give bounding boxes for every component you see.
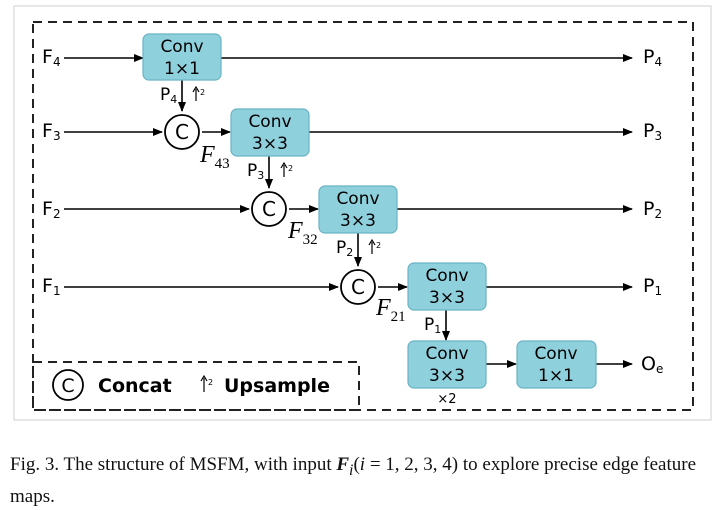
output-label-p2: P2: [643, 198, 662, 221]
legend-upsample-label: Upsample: [224, 375, 330, 397]
upsample-icon: 2: [192, 85, 205, 101]
concat-symbol: C: [262, 197, 276, 221]
conv-block-2: Conv 3×3: [230, 108, 310, 157]
conv-block-1-kernel: 1×1: [164, 59, 200, 79]
fused-label-f32: F32: [287, 218, 318, 248]
caption-rest: = 1, 2, 3, 4) to explore precise edge fe…: [10, 454, 697, 507]
conv-block-4-kernel: 3×3: [429, 288, 465, 308]
conv-block-3: Conv 3×3: [318, 185, 398, 234]
conv-block-5-title: Conv: [425, 344, 468, 364]
input-label-f3: F3: [42, 120, 61, 143]
conv-block-3-title: Conv: [336, 189, 379, 209]
caption-sub-var: i: [349, 461, 354, 479]
fused-label-f43: F43: [199, 142, 230, 172]
conv-block-3-kernel: 3×3: [340, 211, 376, 231]
module-border: [32, 21, 694, 411]
intermediate-label-p2: P2: [336, 238, 353, 259]
output-label-p3: P3: [643, 120, 662, 143]
conv-block-6: Conv 1×1: [516, 340, 597, 389]
conv-block-2-kernel: 3×3: [252, 134, 288, 154]
input-label-f4: F4: [42, 46, 61, 69]
legend-concat-icon: [52, 369, 84, 401]
upsample-icon: 2: [368, 238, 381, 254]
intermediate-label-p1: P1: [424, 315, 441, 336]
caption-paren: (: [353, 454, 360, 475]
output-label-oe: Oe: [641, 353, 663, 376]
conv-block-6-title: Conv: [534, 344, 577, 364]
input-label-f2: F2: [42, 198, 61, 221]
conv-block-1-title: Conv: [160, 37, 203, 57]
fused-label-f21: F21: [375, 295, 406, 325]
conv-block-2-title: Conv: [248, 112, 291, 132]
upsample-factor: 2: [376, 241, 381, 250]
concat-symbol: C: [175, 120, 189, 144]
conv-block-5-kernel: 3×3: [429, 366, 465, 386]
legend-upsample-factor: 2: [208, 378, 213, 387]
figure-caption: Fig. 3. The structure of MSFM, with inpu…: [10, 452, 715, 510]
concat-symbol: C: [351, 275, 365, 299]
upsample-factor: 2: [200, 88, 205, 97]
output-label-p4: P4: [643, 46, 662, 69]
caption-prefix: Fig. 3. The structure of MSFM, with inpu…: [10, 454, 337, 475]
upsample-icon: 2: [280, 161, 293, 177]
output-label-p1: P1: [643, 275, 662, 298]
concat-node-1: C: [164, 114, 200, 150]
figure-frame: [13, 5, 712, 421]
legend-concat-symbol: C: [61, 375, 74, 397]
intermediate-label-p3: P3: [247, 161, 264, 182]
conv-block-6-kernel: 1×1: [538, 366, 574, 386]
concat-node-3: C: [340, 269, 376, 305]
intermediate-label-p4: P4: [160, 85, 177, 106]
caption-bold-var: F: [336, 454, 350, 475]
concat-node-2: C: [251, 191, 287, 227]
legend: C Concat 2 Upsample: [32, 361, 360, 411]
conv-block-4-title: Conv: [425, 266, 468, 286]
legend-upsample-icon: 2: [200, 374, 213, 392]
msfm-diagram: F4 F3 F2 F1 P4 P3 P2 P1 Oe Conv 1×1 Conv…: [13, 5, 712, 421]
legend-concat-label: Concat: [98, 375, 172, 397]
conv-block-4: Conv 3×3: [407, 262, 487, 311]
conv-block-1: Conv 1×1: [142, 33, 222, 81]
upsample-factor: 2: [288, 164, 293, 173]
input-label-f1: F1: [42, 275, 61, 298]
caption-var-i: i: [359, 454, 366, 475]
conv-block-5: Conv 3×3: [407, 340, 487, 389]
repeat-label: ×2: [437, 392, 456, 407]
